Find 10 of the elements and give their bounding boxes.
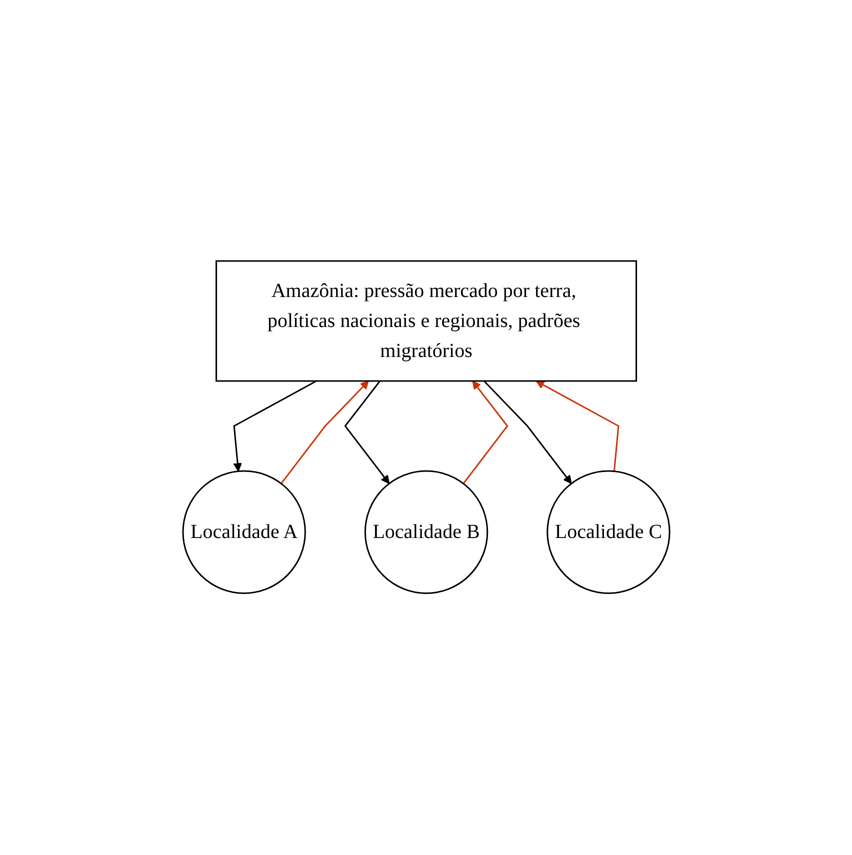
node-circle: Localidade B: [364, 470, 488, 594]
arrow: [483, 380, 572, 484]
node-circle: Localidade C: [546, 470, 670, 594]
arrow: [232, 380, 317, 472]
arrow: [462, 381, 508, 484]
node-circle: Localidade A: [182, 470, 306, 594]
arrow: [535, 381, 619, 472]
arrow: [280, 381, 369, 484]
arrow: [344, 380, 390, 484]
node-box: Amazônia: pressão mercado por terra, políticas nacionais e regionais, padrões migratórios: [215, 260, 637, 382]
